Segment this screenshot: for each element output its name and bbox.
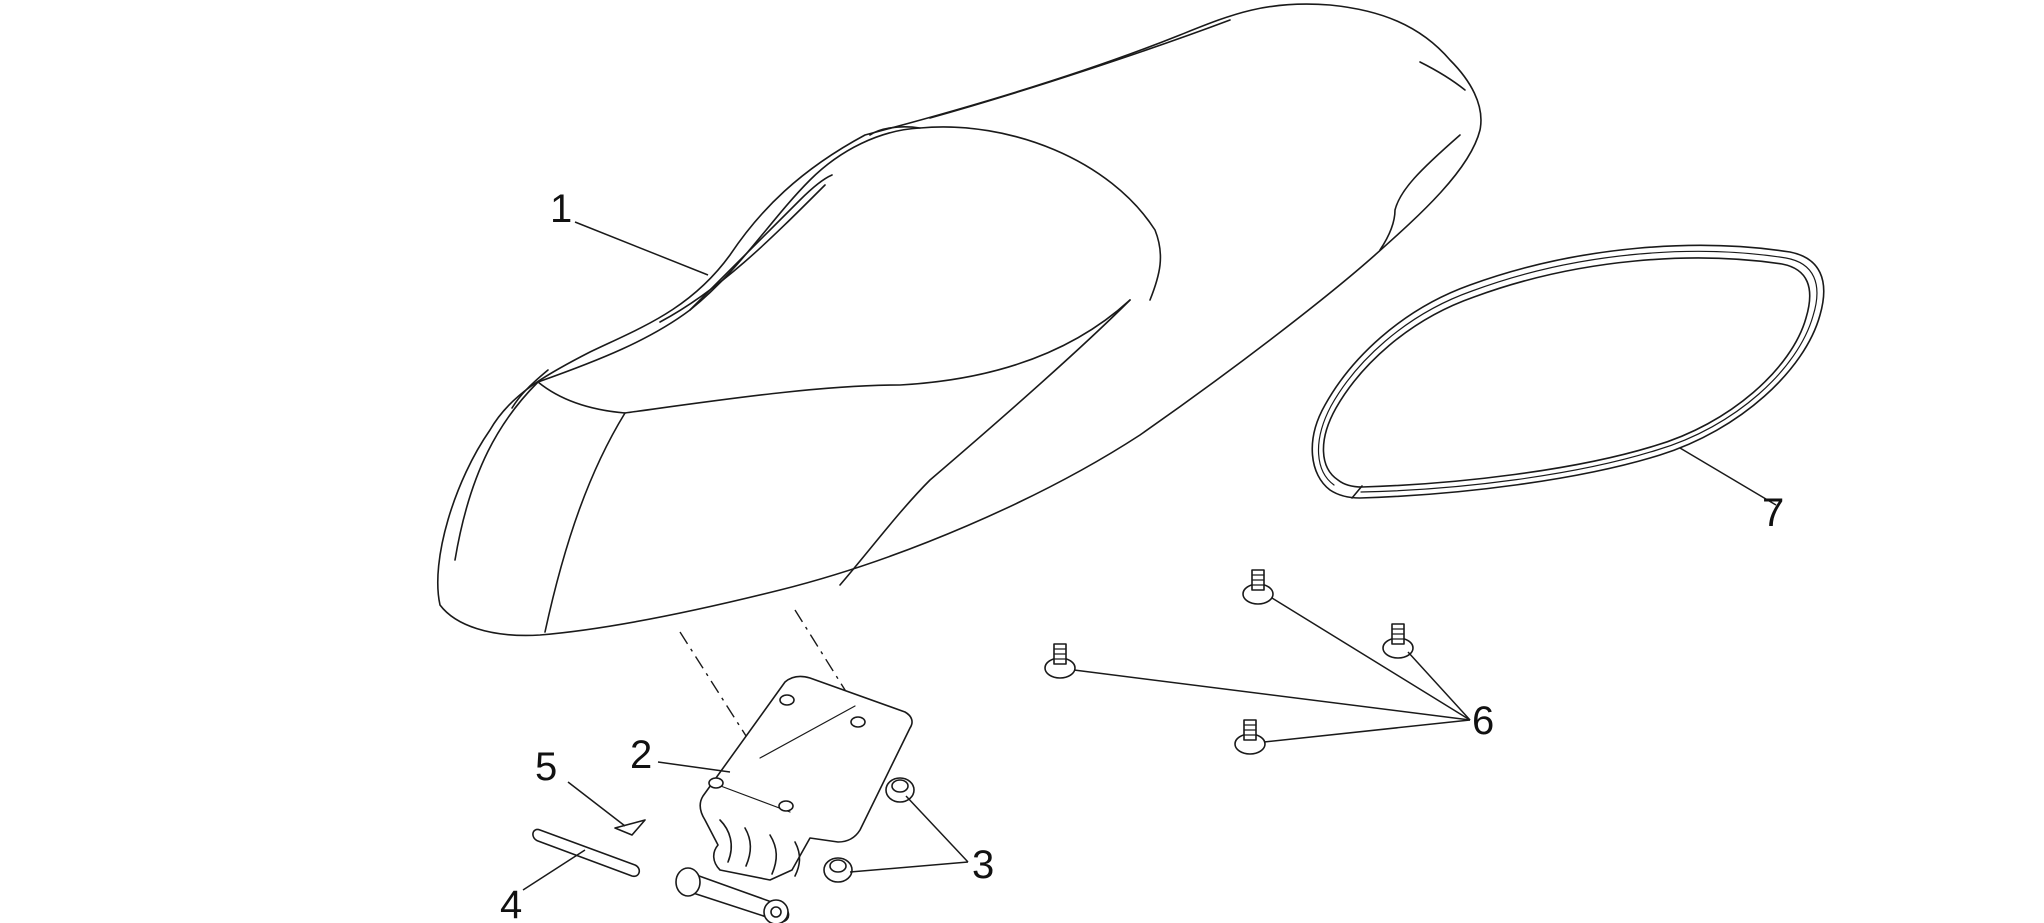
mounting-hole <box>708 777 724 789</box>
mounting-hole <box>778 800 794 812</box>
part-rubber-buffers <box>1044 569 1414 755</box>
callout-3: 3 <box>972 843 994 887</box>
part-hinge-bracket <box>675 675 913 923</box>
callout-1: 1 <box>550 187 572 231</box>
mounting-hole <box>779 694 795 706</box>
callout-7: 7 <box>1762 491 1784 535</box>
leader-lines <box>522 221 1777 891</box>
part-seal <box>1311 244 1825 499</box>
part-split-pin <box>614 819 646 836</box>
callout-4: 4 <box>500 883 522 923</box>
callout-2: 2 <box>630 733 652 777</box>
callout-5: 5 <box>535 745 557 789</box>
callout-6: 6 <box>1472 699 1494 743</box>
mounting-hole <box>850 716 866 728</box>
part-pin <box>532 828 641 878</box>
